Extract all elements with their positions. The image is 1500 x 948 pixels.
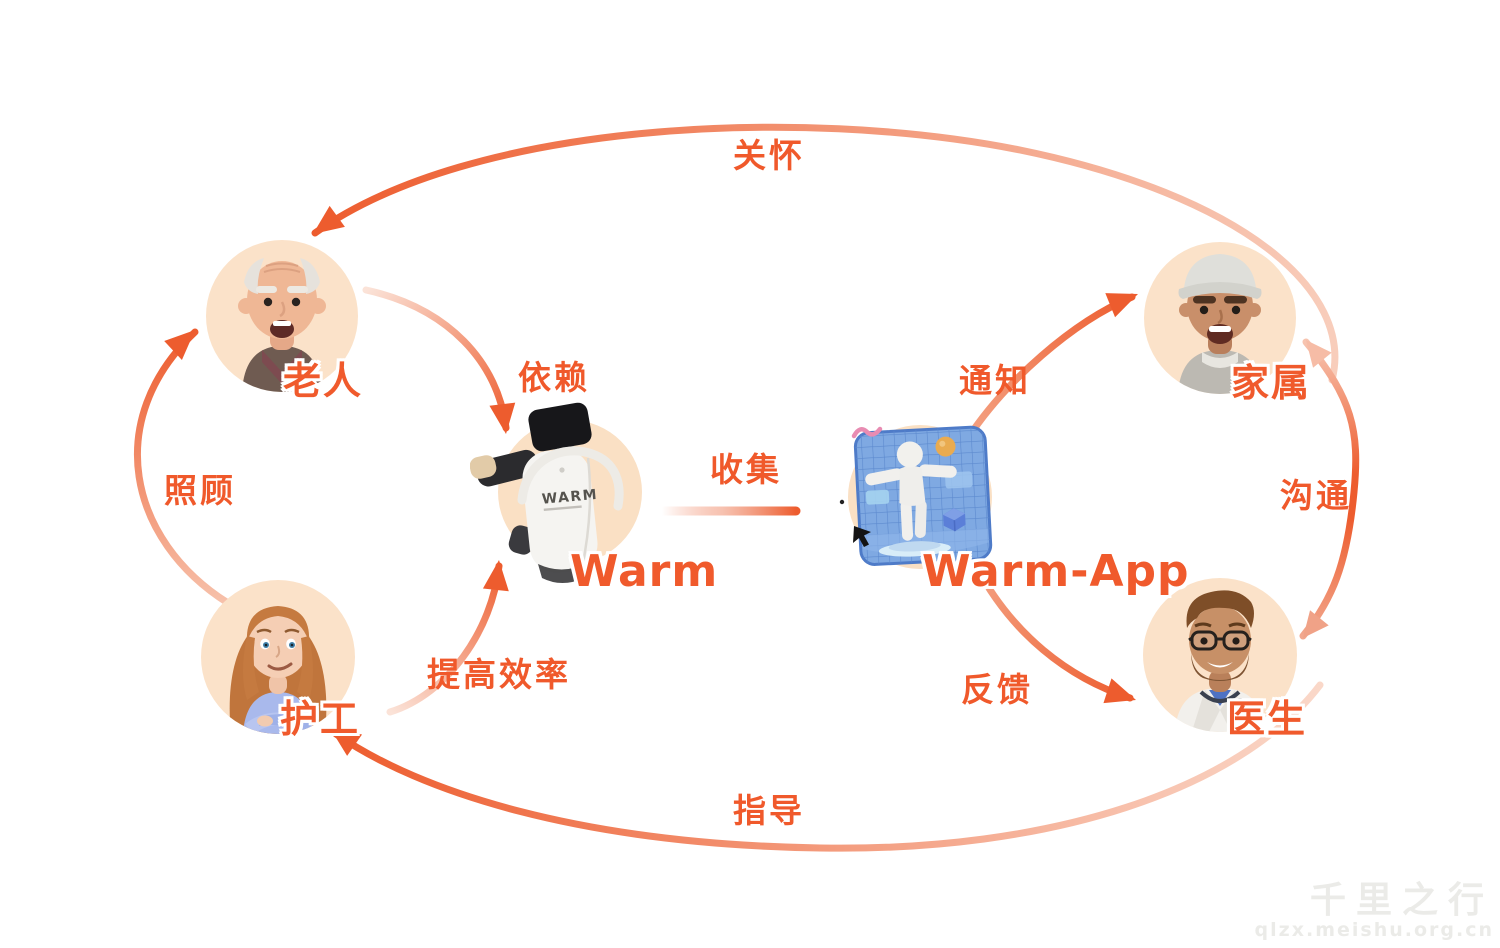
edge-label-collect: 收集	[710, 450, 782, 489]
arrow-efficiency	[386, 560, 509, 716]
family-avatar-circle	[1144, 242, 1296, 394]
edge-label-guidance: 指导	[733, 791, 805, 830]
edge-label-efficiency: 提高效率	[427, 655, 571, 694]
family-avatar	[1178, 254, 1262, 394]
arrow-notify	[964, 293, 1138, 442]
doctor-avatar-circle	[1143, 578, 1297, 732]
node-elderly	[206, 240, 358, 392]
warm-app-icon	[839, 425, 993, 569]
node-warm-robot: WARM	[469, 400, 670, 600]
node-family	[1144, 242, 1296, 394]
elderly-avatar	[238, 258, 326, 392]
edge-label-take-care: 照顾	[164, 471, 236, 510]
doctor-label: 医生	[1227, 697, 1308, 741]
elderly-avatar-circle	[206, 240, 358, 392]
node-warm-app	[820, 400, 1020, 600]
warm-robot: WARM	[469, 402, 642, 583]
arrow-take-care	[134, 328, 232, 607]
caregiver-avatar-circle	[201, 580, 355, 734]
node-caregiver	[201, 580, 355, 734]
arrow-guidance	[330, 681, 1324, 852]
edge-label-feedback: 反馈	[961, 670, 1033, 709]
node-doctor	[1143, 578, 1297, 732]
robot-chest-text: WARM	[541, 487, 599, 508]
arrow-care	[311, 123, 1339, 384]
edge-label-dependence: 依赖	[518, 358, 590, 397]
edge-label-notify: 通知	[959, 361, 1031, 400]
family-label: 家属	[1231, 361, 1312, 405]
doctor-avatar	[1175, 590, 1265, 732]
arrow-feedback	[972, 562, 1136, 704]
elderly-label: 老人	[283, 359, 364, 403]
warm-app-label: Warm-App	[922, 546, 1190, 597]
arrow-communicate	[1299, 338, 1360, 640]
edge-label-care: 关怀	[733, 136, 805, 175]
caregiver-avatar	[229, 606, 327, 734]
edge-label-communicate: 沟通	[1280, 476, 1352, 515]
arrow-dependence	[362, 286, 516, 434]
caregiver-label: 护工	[280, 697, 361, 741]
warm-robot-label: Warm	[570, 546, 719, 597]
